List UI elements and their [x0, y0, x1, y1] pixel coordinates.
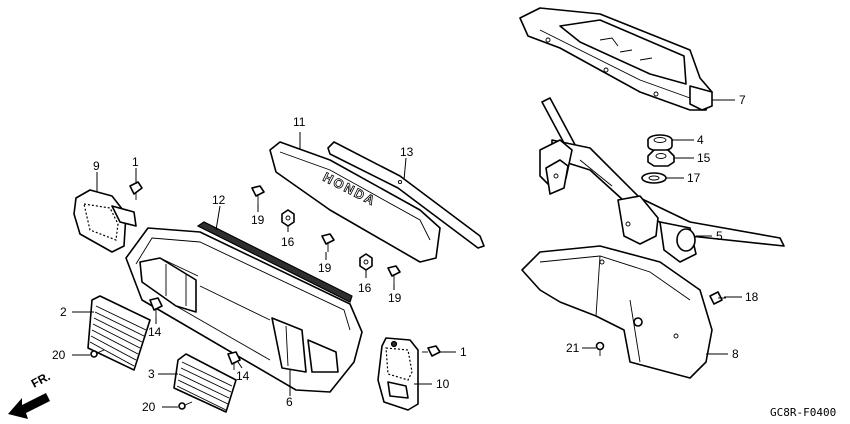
- screw-part-18: [709, 291, 726, 305]
- moulding-strip-part-13: [327, 141, 485, 249]
- label-14a: 14: [148, 325, 162, 339]
- label-5: 5: [716, 229, 723, 243]
- screw-part-20b: [178, 401, 193, 410]
- nut-part-16a: [281, 209, 295, 227]
- bracket-part-10: [377, 337, 419, 411]
- clip-part-14b: [227, 351, 241, 370]
- bolt-part-1b: [422, 345, 441, 357]
- label-19a: 19: [251, 213, 265, 227]
- screw-part-19c: [387, 265, 401, 284]
- label-16b: 16: [358, 281, 372, 295]
- upper-cover-part-7: [519, 7, 713, 111]
- nut-part-15: [647, 149, 675, 167]
- bolt-part-1a: [129, 181, 143, 200]
- label-15: 15: [697, 151, 711, 165]
- seal-strip-part-12: [196, 221, 353, 303]
- label-20b: 20: [142, 400, 156, 414]
- emblem-panel-part-11: HONDA: [269, 141, 441, 263]
- label-6: 6: [286, 395, 293, 409]
- label-9: 9: [93, 159, 100, 173]
- label-8: 8: [732, 347, 739, 361]
- label-16a: 16: [281, 235, 295, 249]
- label-18: 18: [745, 290, 759, 304]
- grille-slats-3: [176, 361, 233, 411]
- nut-part-16b: [359, 253, 373, 271]
- label-7: 7: [739, 93, 746, 107]
- front-cover-part-6: [125, 227, 363, 393]
- grille-part-2: [87, 295, 151, 371]
- rubber-part-4: [647, 134, 673, 152]
- label-19b: 19: [318, 261, 332, 275]
- grille-part-3: [173, 353, 237, 413]
- label-14b: 14: [236, 369, 250, 383]
- washer-part-17: [641, 172, 667, 184]
- label-12: 12: [212, 193, 226, 207]
- screw-part-20a: [90, 349, 105, 358]
- grille-slats-2: [89, 305, 147, 367]
- direction-label: FR.: [29, 369, 53, 390]
- label-17: 17: [687, 171, 701, 185]
- label-11: 11: [293, 115, 306, 129]
- label-21: 21: [566, 341, 580, 355]
- screw-part-19b: [321, 233, 335, 252]
- label-20a: 20: [52, 348, 66, 362]
- label-2: 2: [60, 305, 67, 319]
- label-3: 3: [148, 367, 155, 381]
- handlebar-part-5: [539, 97, 785, 263]
- bracket-part-9: [73, 189, 137, 253]
- label-1a: 1: [132, 155, 139, 169]
- label-19c: 19: [388, 291, 402, 305]
- diagram-code: GC8R-F0400: [770, 406, 836, 419]
- front-direction-arrow: FR.: [8, 369, 52, 419]
- label-13: 13: [400, 145, 414, 159]
- screw-part-19a: [251, 185, 265, 204]
- lower-cover-part-8: [521, 245, 713, 379]
- label-4: 4: [697, 133, 704, 147]
- clip-part-14a: [149, 297, 163, 318]
- label-1b: 1: [460, 345, 467, 359]
- screw-part-21: [595, 341, 605, 356]
- label-10: 10: [436, 377, 450, 391]
